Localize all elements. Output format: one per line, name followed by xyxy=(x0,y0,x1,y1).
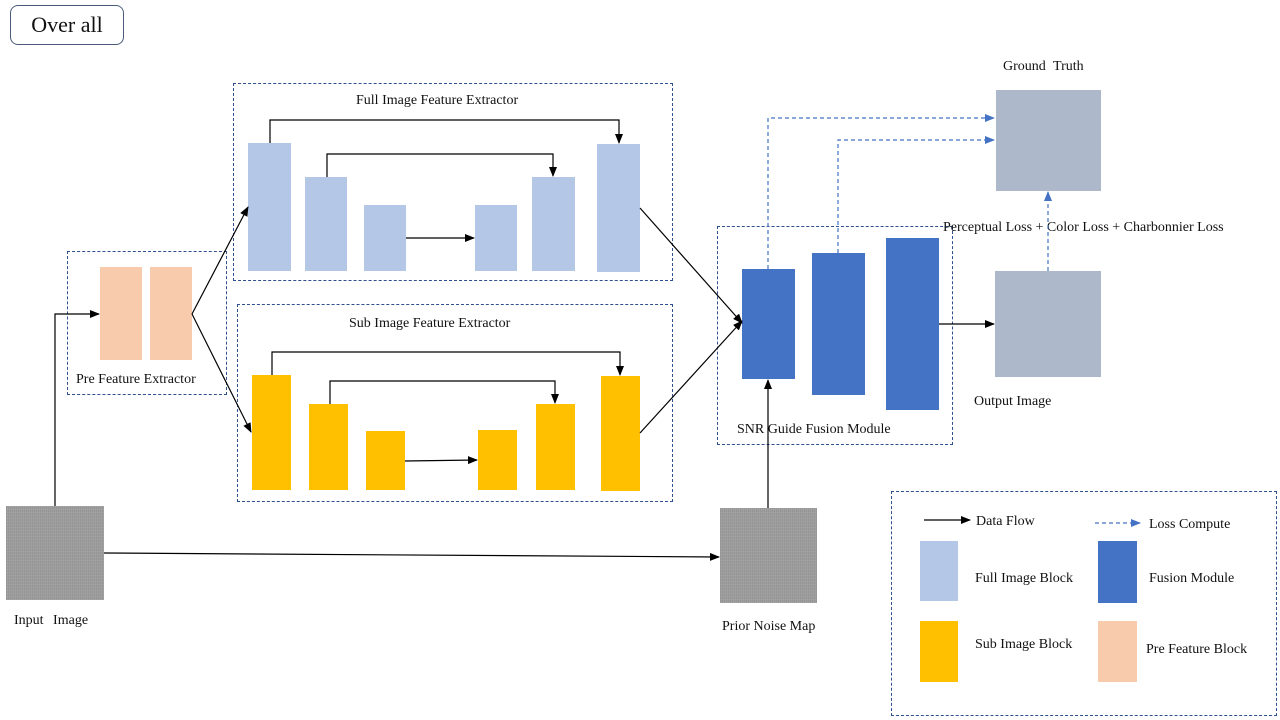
fusion-block-2 xyxy=(812,253,865,395)
full-block-2 xyxy=(305,177,347,271)
legend-box xyxy=(891,491,1277,716)
sub-image-feature-extractor-box xyxy=(237,304,673,502)
sub-block-6 xyxy=(601,376,640,491)
pre-feature-block-1 xyxy=(100,267,142,360)
legend-fusion-label: Fusion Module xyxy=(1149,571,1235,586)
legend-sub-image-swatch xyxy=(920,621,958,682)
fusion-block-3 xyxy=(886,238,939,410)
sub-block-4 xyxy=(478,430,517,490)
full-skip-outer xyxy=(269,119,623,144)
legend-loss-compute-label: Loss Compute xyxy=(1149,517,1231,532)
legend-pre-feature-label: Pre Feature Block xyxy=(1146,642,1248,657)
input-image-label: Input Image xyxy=(14,613,89,628)
arrow-input-to-noise xyxy=(103,552,720,561)
snr-guide-fusion-module-box xyxy=(717,226,953,445)
legend-sub-image-label: Sub Image Block xyxy=(975,637,1073,652)
fusion-block-1 xyxy=(742,269,795,379)
full-block-3 xyxy=(364,205,406,271)
full-block-4 xyxy=(475,205,517,271)
full-image-feature-extractor-label: Full Image Feature Extractor xyxy=(356,93,519,108)
pre-feature-block-2 xyxy=(150,267,192,360)
pre-feature-extractor-box xyxy=(67,251,227,395)
sub-block-2 xyxy=(309,404,348,490)
legend-fusion-swatch xyxy=(1098,541,1137,603)
ground-truth-image xyxy=(996,90,1101,191)
input-image xyxy=(6,506,104,600)
legend-pre-feature-swatch xyxy=(1098,621,1137,682)
prior-noise-map xyxy=(720,508,817,603)
full-image-feature-extractor-box xyxy=(233,83,673,281)
arrow-pre-to-sub xyxy=(191,313,252,433)
sub-block-1 xyxy=(252,375,291,490)
legend-full-image-label: Full Image Block xyxy=(975,571,1073,586)
full-block-1 xyxy=(248,143,291,271)
overall-title: Over all xyxy=(10,5,124,45)
loss-arrow-fusion1-to-gt xyxy=(767,114,995,269)
output-image xyxy=(995,271,1101,377)
legend-data-flow-label: Data Flow xyxy=(976,514,1035,529)
output-image-label: Output Image xyxy=(974,394,1052,409)
arrow-pre-to-full xyxy=(191,206,249,315)
sub-image-feature-extractor-label: Sub Image Feature Extractor xyxy=(349,316,511,331)
sub-skip-outer xyxy=(271,351,624,376)
sub-block-3 xyxy=(366,431,405,490)
arrow-full-to-fusion xyxy=(639,207,743,324)
loss-arrow-fusion2-to-gt xyxy=(837,136,995,253)
legend-full-image-swatch xyxy=(920,541,958,601)
sub-bottleneck xyxy=(404,456,478,465)
snr-guide-fusion-module-label: SNR Guide Fusion Module xyxy=(737,422,891,437)
full-skip-inner xyxy=(326,153,557,177)
full-block-5 xyxy=(532,177,575,271)
sub-skip-inner xyxy=(329,380,559,404)
arrow-input-to-pre xyxy=(54,310,100,506)
loss-text: Perceptual Loss + Color Loss + Charbonni… xyxy=(943,220,1224,235)
ground-truth-label: Ground Truth xyxy=(1003,59,1084,74)
pre-feature-extractor-label: Pre Feature Extractor xyxy=(76,372,196,387)
arrow-sub-to-fusion xyxy=(639,320,743,434)
prior-noise-map-label: Prior Noise Map xyxy=(722,619,816,634)
full-block-6 xyxy=(597,144,640,272)
sub-block-5 xyxy=(536,404,575,490)
